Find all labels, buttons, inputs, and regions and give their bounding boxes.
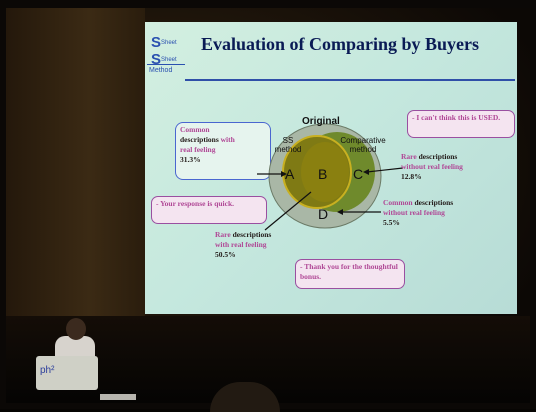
arrow-a-head: [281, 171, 287, 177]
logo-rule: [147, 64, 185, 65]
arrow-c: [366, 167, 404, 173]
label-comparative-method: Comparative method: [340, 136, 386, 154]
common-real-line2b: with: [220, 135, 235, 144]
arrow-b: [264, 191, 312, 231]
label-original: Original: [302, 116, 340, 127]
logo-letter-2: S: [151, 51, 162, 68]
common-real-line2: descriptions: [180, 135, 219, 144]
speaker-head: [66, 318, 86, 340]
rare-without-b: descriptions: [418, 152, 458, 161]
rare-without-a: Rare: [401, 152, 417, 161]
region-b: B: [318, 166, 328, 182]
overlap-b: [301, 142, 349, 202]
common-real-pct: 31.3%: [180, 155, 201, 164]
common-without-pct: 5.5%: [383, 218, 400, 227]
common-without-a: Common: [383, 198, 413, 207]
rare-with-label: Rare descriptions with real feeling 50.5…: [215, 230, 315, 260]
rare-without-pct: 12.8%: [401, 172, 422, 181]
laptop: [100, 394, 136, 400]
label-ss-method: SS method: [274, 136, 302, 154]
common-without-b: descriptions: [414, 198, 454, 207]
common-real-box: Common descriptions with real feeling 31…: [175, 122, 271, 180]
logo-method: Method: [149, 67, 173, 74]
not-used-box: - I can't think this is USED.: [407, 110, 515, 138]
response-box: - Your response is quick.: [151, 196, 267, 224]
rare-with-b: descriptions: [232, 230, 272, 239]
common-without-label: Common descriptions without real feeling…: [383, 198, 493, 228]
rare-with-c: with real feeling: [215, 240, 267, 249]
arrow-d-head: [337, 209, 343, 215]
title-rule: [185, 79, 515, 81]
region-d: D: [318, 206, 329, 222]
region-a: A: [285, 166, 295, 182]
podium: ph²: [36, 356, 98, 390]
common-real-line3: real feeling: [180, 145, 216, 154]
logo-letter-1: S: [151, 34, 162, 51]
venn-diagram: [268, 123, 382, 229]
logo-text-1: Sheet: [161, 40, 177, 46]
common-without-c: without real feeling: [383, 208, 445, 217]
arrow-c-head: [363, 169, 369, 175]
rare-with-pct: 50.5%: [215, 250, 236, 259]
projected-slide: S Sheet S Sheet Method Evaluation of Com…: [145, 22, 517, 314]
rare-with-a: Rare: [215, 230, 231, 239]
pointer-arrows: [257, 167, 404, 231]
rare-without-label: Rare descriptions without real feeling 1…: [401, 152, 501, 182]
slide-title: Evaluation of Comparing by Buyers: [200, 34, 480, 54]
podium-label: ph²: [40, 365, 55, 376]
common-real-line1: Common: [180, 125, 210, 134]
logo-text-2: Sheet: [161, 57, 177, 63]
rare-without-c: without real feeling: [401, 162, 463, 171]
slide-logo: S Sheet S Sheet Method: [147, 34, 187, 74]
thanks-box: - Thank you for the thoughtful bonus.: [295, 259, 405, 289]
region-c: C: [353, 166, 364, 182]
